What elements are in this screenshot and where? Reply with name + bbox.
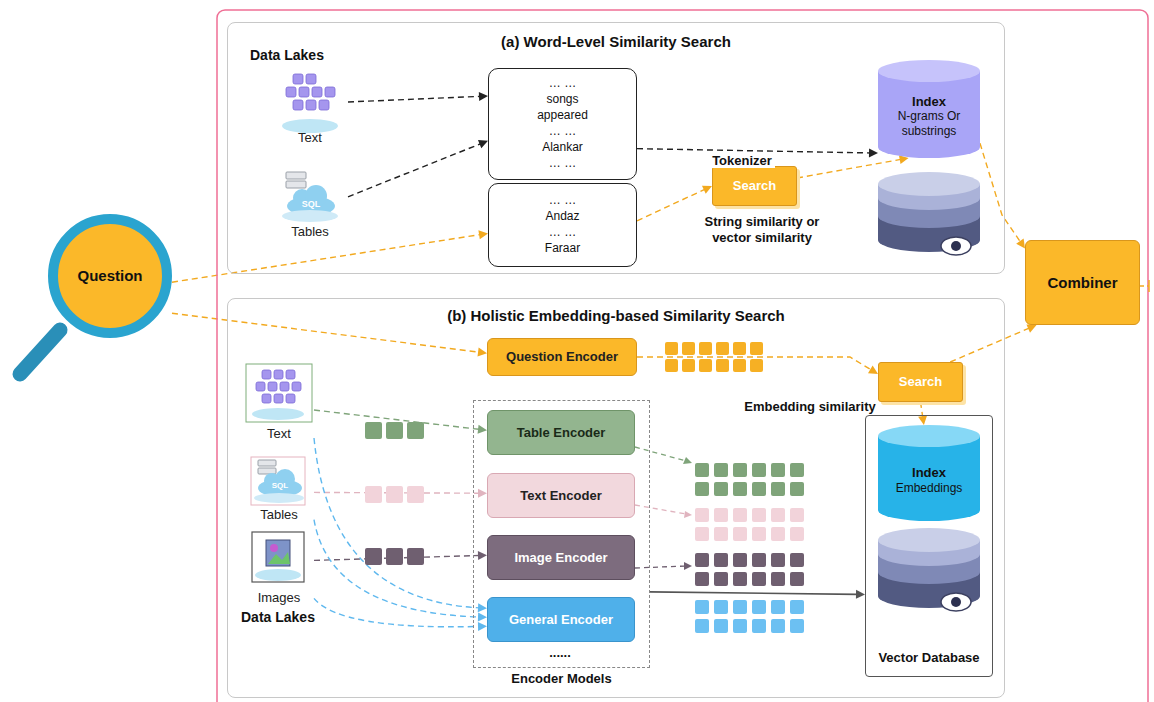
node-title: Image Encoder xyxy=(514,550,607,566)
encoder-box: Question Encoder xyxy=(487,338,637,376)
node-text: Andaz xyxy=(545,209,579,225)
encoder-group: Encoder ModelsTable EncoderText EncoderI… xyxy=(473,400,650,668)
source-icon: Images xyxy=(244,530,314,606)
source-icon: Text xyxy=(244,362,314,442)
node-title: Images xyxy=(258,590,301,606)
cylinder-shape xyxy=(878,60,980,158)
search-caption: Embedding similarity xyxy=(740,399,880,415)
node-title: Index xyxy=(912,465,946,481)
node-text: Embeddings xyxy=(896,481,963,495)
text-icon-a xyxy=(282,74,338,133)
token-box: … …songsappeared… …Alankar… … xyxy=(488,68,637,180)
node-title: Combiner xyxy=(1047,274,1117,292)
encoder-box: General Encoder xyxy=(487,597,635,642)
node-title: Text xyxy=(298,130,322,146)
node-text: songs xyxy=(546,92,578,108)
node-text: N-grams Or substrings xyxy=(889,109,969,138)
images-icon-b xyxy=(252,532,304,582)
node-title: Text xyxy=(267,426,291,442)
database-cylinder-b xyxy=(878,528,980,611)
index-cylinder: IndexN-grams Or substrings xyxy=(878,60,980,158)
combiner-output-tick xyxy=(1148,280,1150,292)
node-title: … … xyxy=(549,193,576,209)
connector xyxy=(918,402,927,425)
node-title: General Encoder xyxy=(509,612,613,628)
magnifier-handle xyxy=(20,330,60,374)
node-text: appeared xyxy=(537,108,588,124)
combiner-output xyxy=(1140,285,1149,287)
node-title: Question Encoder xyxy=(506,349,618,365)
node-title: Text Encoder xyxy=(520,488,601,504)
panel: (a) Word-Level Similarity SearchTextTabl… xyxy=(227,22,1005,274)
node-title: Index xyxy=(912,94,946,110)
node-title: Tables xyxy=(291,224,329,240)
icon-text: SQL xyxy=(265,481,295,491)
source-icon: Text xyxy=(272,66,348,146)
node-title: Vector Database xyxy=(878,650,979,666)
connector xyxy=(172,313,487,356)
node-title: Search xyxy=(733,178,776,194)
vector-database: Vector Database IndexEmbeddings xyxy=(865,415,993,677)
node-text: … … xyxy=(549,124,576,140)
node-title: (b) Holistic Embedding-based Similarity … xyxy=(447,307,785,325)
connector xyxy=(650,590,865,599)
connector xyxy=(348,140,488,197)
connector xyxy=(314,520,487,622)
connector xyxy=(797,155,909,178)
encoder-box: Image Encoder xyxy=(487,535,635,580)
node-text: … … xyxy=(549,156,576,172)
icon-text: SQL xyxy=(296,199,326,210)
group-label: Data Lakes xyxy=(241,609,351,626)
text-icon-b xyxy=(246,364,312,422)
encoder-box: Table Encoder xyxy=(487,410,635,455)
group-label: Data Lakes xyxy=(250,47,350,64)
node-text: Faraar xyxy=(545,241,580,257)
tables-icon-a xyxy=(282,172,338,222)
connector xyxy=(314,438,487,612)
index-cylinder: IndexEmbeddings xyxy=(878,425,980,521)
connector xyxy=(172,230,488,282)
node-title: Table Encoder xyxy=(517,425,606,441)
combiner-box: Combiner xyxy=(1025,240,1140,325)
output-arrows xyxy=(635,447,686,568)
question-circle: Question xyxy=(48,214,172,338)
node-text: Alankar xyxy=(542,140,583,156)
outer-frame xyxy=(217,10,1148,702)
connector xyxy=(348,92,488,102)
node-title: (a) Word-Level Similarity Search xyxy=(501,33,731,51)
connector xyxy=(980,143,1025,248)
connector xyxy=(637,186,712,221)
connector xyxy=(314,598,487,631)
query-box: … …Andaz… …Faraar xyxy=(488,183,637,267)
search-caption: String similarity or vector similarity xyxy=(692,214,832,245)
search-box: Search xyxy=(878,362,963,402)
node-text: … … xyxy=(549,225,576,241)
connector xyxy=(950,324,1036,362)
panel: (b) Holistic Embedding-based Similarity … xyxy=(227,298,1005,698)
embedding-squares xyxy=(365,342,804,633)
search-box: Search xyxy=(712,166,797,206)
output-arrowheads xyxy=(683,457,692,570)
tables-icon-b xyxy=(251,457,305,505)
node-title: Search xyxy=(899,374,942,390)
encoder-box: Text Encoder xyxy=(487,473,635,518)
node-title: Tables xyxy=(260,507,298,523)
node-title: Question xyxy=(77,267,142,285)
edge-label: Tokenizer xyxy=(709,153,775,168)
node-title: … … xyxy=(549,76,576,92)
node-title: Encoder Models xyxy=(474,671,649,687)
connector xyxy=(637,357,878,374)
database-cylinder-a xyxy=(878,172,980,255)
ellipsis: ...... xyxy=(530,645,590,661)
